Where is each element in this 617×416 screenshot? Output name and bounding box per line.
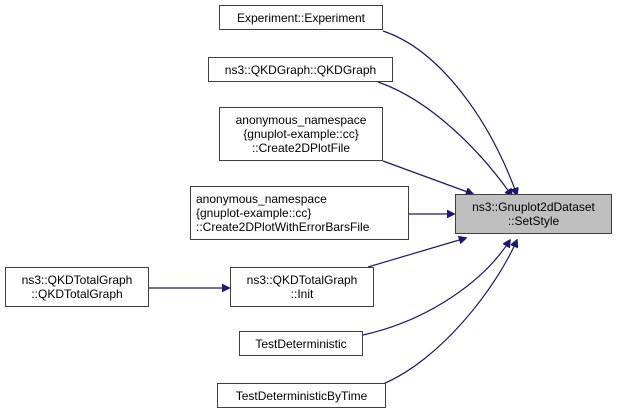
node-label-line-2: ::QKDTotalGraph [31,287,123,301]
node-label: Experiment::Experiment [236,10,366,25]
node-label-line-1: anonymous_namespace [235,113,367,127]
node-qkdtotalgraph-ctor[interactable]: ns3::QKDTotalGraph ::QKDTotalGraph [5,267,149,307]
node-setstyle-focus[interactable]: ns3::Gnuplot2dDataset ::SetStyle [455,194,612,234]
node-label-line-2: {gnuplot-example::cc} [196,206,312,220]
node-label: TestDeterministic [255,336,347,351]
edge-testdeterministic-setstyle [362,240,510,336]
edge-init-setstyle [367,238,466,268]
node-label-line-1: ns3::QKDTotalGraph [246,273,358,287]
node-label: ns3::QKDGraph::QKDGraph [224,62,377,77]
node-testdeterministicbytime[interactable]: TestDeterministicByTime [217,383,386,408]
node-qkdtotalgraph-init[interactable]: ns3::QKDTotalGraph ::Init [230,267,374,307]
node-label-line-2: {gnuplot-example::cc} [243,127,359,141]
node-label: TestDeterministicByTime [235,388,368,403]
node-label-line-1: anonymous_namespace [196,192,327,206]
node-create2dplotfile[interactable]: anonymous_namespace {gnuplot-example::cc… [219,107,383,161]
edge-experiment-setstyle [382,30,517,195]
node-label-line-3: ::Create2DPlotWithErrorBarsFile [196,220,370,234]
node-qkdgraph[interactable]: ns3::QKDGraph::QKDGraph [208,57,393,82]
edge-testdeterministicbytime-setstyle [382,240,517,385]
edge-qkdgraph-setstyle [377,81,512,196]
node-label-line-3: ::Create2DPlotFile [251,141,351,155]
node-label-line-1: ns3::Gnuplot2dDataset [472,200,595,214]
edge-create2dplotfile-setstyle [382,160,473,194]
node-experiment[interactable]: Experiment::Experiment [219,5,383,30]
node-testdeterministic[interactable]: TestDeterministic [239,331,363,356]
node-label-line-2: ::SetStyle [507,214,560,228]
node-label-line-2: ::Init [290,287,314,301]
node-label-line-1: ns3::QKDTotalGraph [21,273,133,287]
node-create2dplotwitherrorbars[interactable]: anonymous_namespace {gnuplot-example::cc… [190,186,409,240]
